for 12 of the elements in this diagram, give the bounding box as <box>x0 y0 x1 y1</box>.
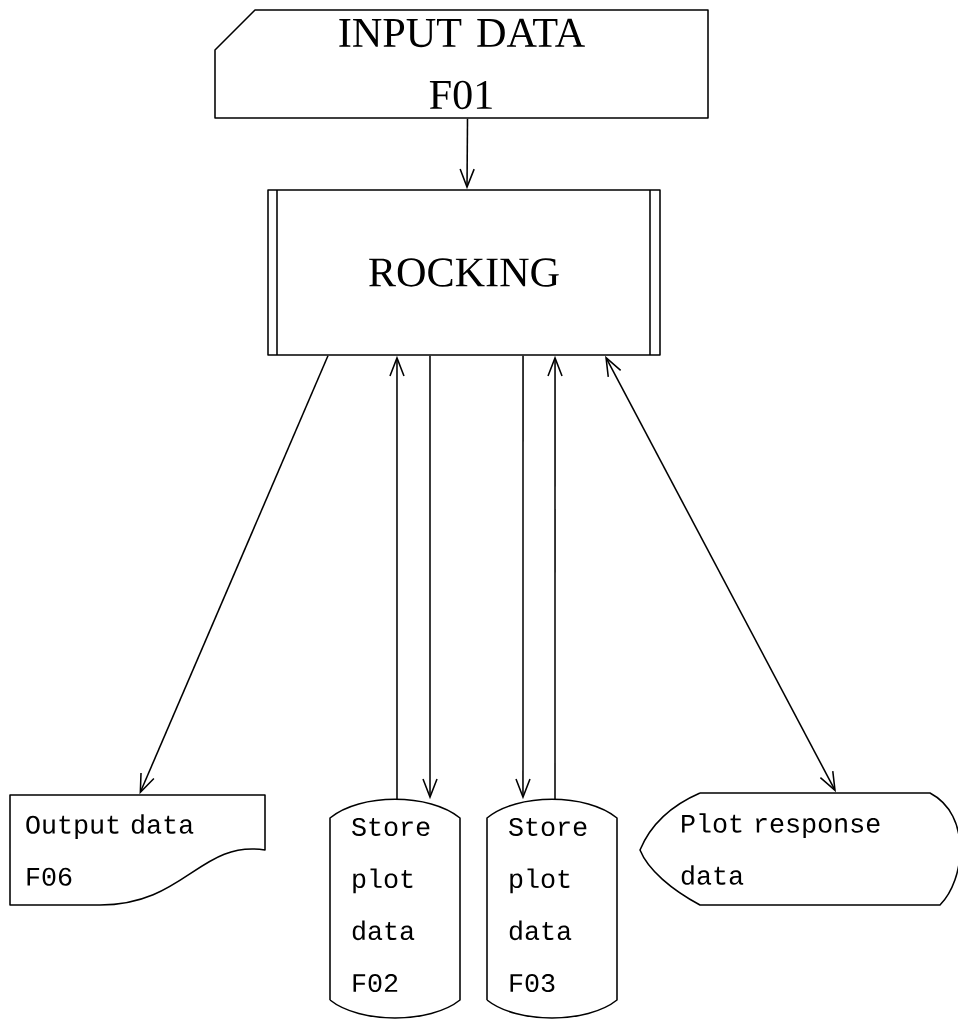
data-card: INPUT DATA F01 <box>214 9 709 119</box>
arrow <box>389 355 405 800</box>
arrow <box>515 355 531 800</box>
arrow <box>547 355 563 800</box>
arrow <box>422 355 438 800</box>
storage-drum: Store plot data F02 <box>329 798 461 1019</box>
process-box: ROCKING <box>267 189 661 356</box>
arrow <box>139 355 329 795</box>
storage-drum: Store plot data F03 <box>486 798 618 1019</box>
arrow <box>459 118 475 190</box>
arrow <box>605 355 836 793</box>
display-shape: Plot response data <box>639 792 958 906</box>
